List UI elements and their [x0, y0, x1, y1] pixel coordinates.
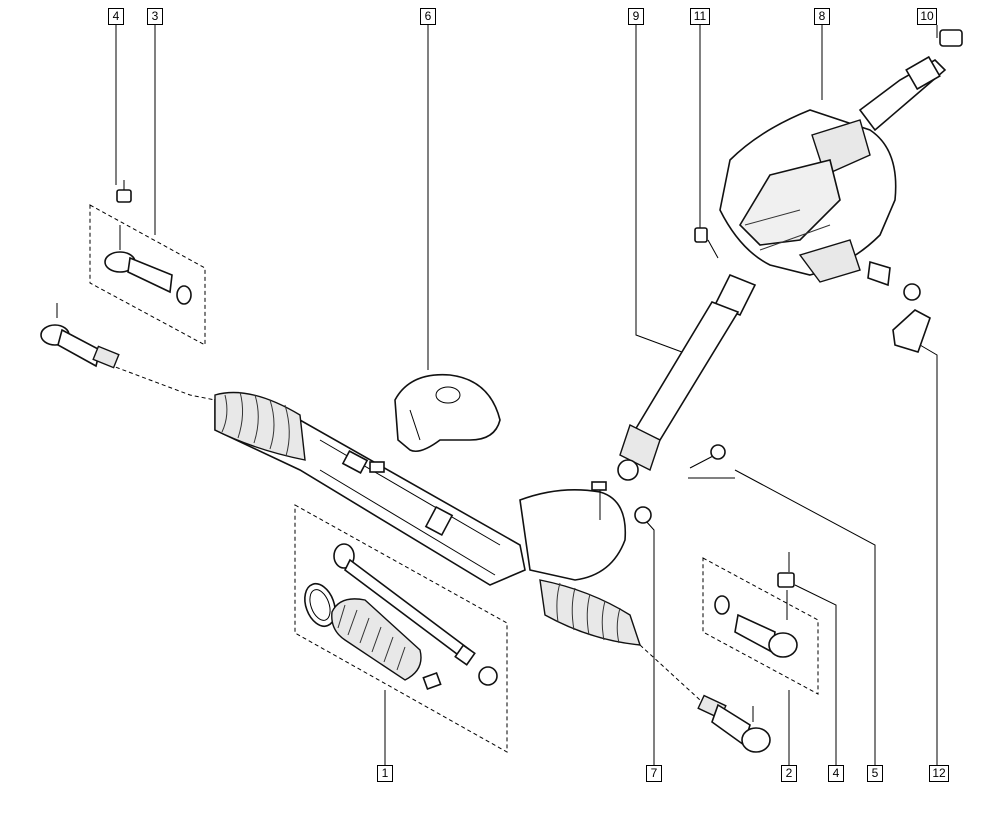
leader-lines [115, 25, 938, 765]
tie-rod-end-right [714, 552, 798, 658]
callout-7: 7 [646, 765, 662, 782]
callout-6: 6 [420, 8, 436, 25]
callout-8: 8 [814, 8, 830, 25]
callout-5: 5 [867, 765, 883, 782]
callout-2: 2 [781, 765, 797, 782]
intermediate-shaft [617, 273, 757, 481]
callout-9: 9 [628, 8, 644, 25]
rack-shield [394, 373, 501, 453]
callout-3: 3 [147, 8, 163, 25]
callout-4-bottom: 4 [828, 765, 844, 782]
inner-tie-rod-kit [304, 543, 498, 691]
callout-4-top: 4 [108, 8, 124, 25]
steering-column [719, 55, 947, 283]
outer-tie-rod-left [40, 303, 120, 369]
steering-rack [214, 391, 642, 646]
column-bracket [867, 260, 931, 353]
tie-rod-end-left [104, 180, 192, 305]
fasteners [634, 29, 963, 524]
callout-10: 10 [917, 8, 937, 25]
callout-1: 1 [377, 765, 393, 782]
callout-12: 12 [929, 765, 949, 782]
outer-tie-rod-right [697, 694, 771, 753]
callout-11: 11 [690, 8, 710, 25]
